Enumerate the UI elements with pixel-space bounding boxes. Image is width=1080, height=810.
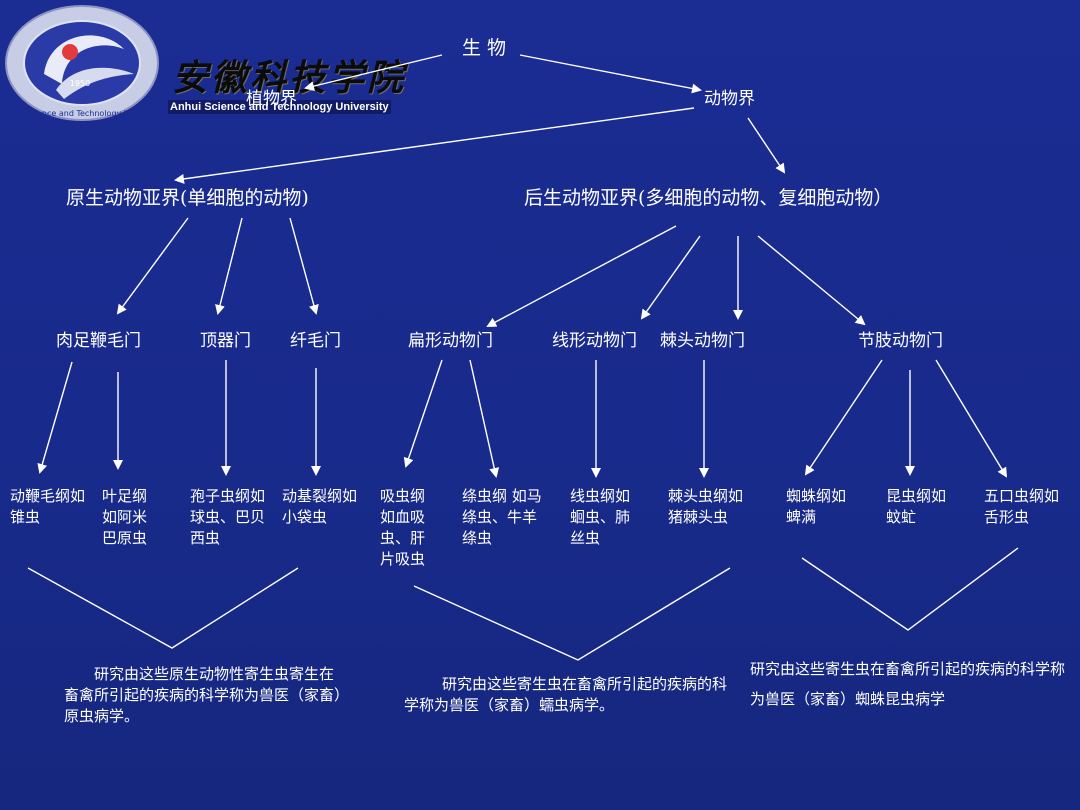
class-lobosea: 叶足纲如阿米巴原虫 [102,487,148,547]
arrow-sarco-zoomastigophorea [37,361,73,474]
arrow-metazoa-arthropoda [757,235,866,326]
class-kinetofragminophorea: 动基裂纲如小袋虫 [282,487,358,526]
plant-kingdom-node: 植物界 [246,89,297,109]
root-node: 生 物 [462,37,507,59]
arrow-root-animal [519,54,702,94]
arrow-animal-metazoa [747,117,786,174]
class-acanthocephala: 棘头虫纲如猪棘头虫 [668,487,744,526]
class-sporozoea: 孢子虫纲如球虫、巴贝西虫 [190,487,266,547]
summary-helminthology: 研究由这些寄生虫在畜禽所引起的疾病的科学称为兽医（家畜）蠕虫病学。 [404,675,728,714]
university-emblem-icon: Anhui Science and Technology University … [4,5,160,121]
arrow-arthropoda-arachnida [804,359,883,476]
arrow-root-plant [304,54,443,91]
bracket-protozoology [27,567,299,649]
class-zoomastigophorea: 动鞭毛纲如锥虫 [10,487,86,526]
university-name-en: Anhui Science and Technology University [168,100,391,114]
phylum-arthropoda: 节肢动物门 [858,331,943,351]
arrow-protozoa-apicomplexa [215,217,243,315]
arrow-protozoa-ciliophora [289,217,319,315]
arrow-animal-protozoa [174,107,695,184]
arrow-protozoa-sarcomastigophora [116,217,189,315]
class-arachnida: 蜘蛛纲如蜱满 [786,487,847,526]
emblem-year: 1950 [70,79,90,88]
class-pentastomida: 五口虫纲如舌形虫 [984,487,1060,526]
animal-kingdom-node: 动物界 [704,89,755,109]
bracket-entomology [801,547,1019,631]
class-trematoda: 吸虫纲如血吸虫、肝片吸虫 [380,487,426,568]
summary-protozoology: 研究由这些原生动物性寄生虫寄生在畜禽所引起的疾病的科学称为兽医（家畜）原虫病学。 [64,665,342,725]
phylum-nematoda: 线形动物门 [552,331,637,351]
phylum-platyhelminthes: 扁形动物门 [408,331,493,351]
phylum-sarcomastigophora: 肉足鞭毛门 [56,331,141,351]
phylum-ciliophora: 纤毛门 [290,331,341,351]
class-nematoda: 线虫纲如蛔虫、肺丝虫 [570,487,631,547]
bracket-helminthology [413,567,731,661]
phylum-acanthocephala: 棘头动物门 [660,331,745,351]
arrow-metazoa-platyhelminthes [486,225,677,327]
university-name-cn: 安徽科技学院 [172,57,407,99]
class-cestoda: 绦虫纲 如马绦虫、牛羊绦虫 [462,487,542,547]
arrow-metazoa-nematoda [640,235,701,320]
summary-entomology: 研究由这些寄生虫在畜禽所引起的疾病的科学称为兽医（家畜）蜘蛛昆虫病学 [750,660,1066,708]
protozoa-subkingdom-node: 原生动物亚界(单细胞的动物) [66,187,309,209]
class-insecta: 昆虫纲如蚊虻 [886,487,947,526]
metazoa-subkingdom-node: 后生动物亚界(多细胞的动物、复细胞动物） [524,187,893,209]
arrow-platy-cestoda [469,359,500,478]
phylum-apicomplexa: 顶器门 [200,331,251,351]
arrow-arthropoda-pentastomida [935,359,1008,478]
arrow-platy-trematoda [403,359,443,468]
emblem-ring-text: Anhui Science and Technology University [4,109,160,118]
